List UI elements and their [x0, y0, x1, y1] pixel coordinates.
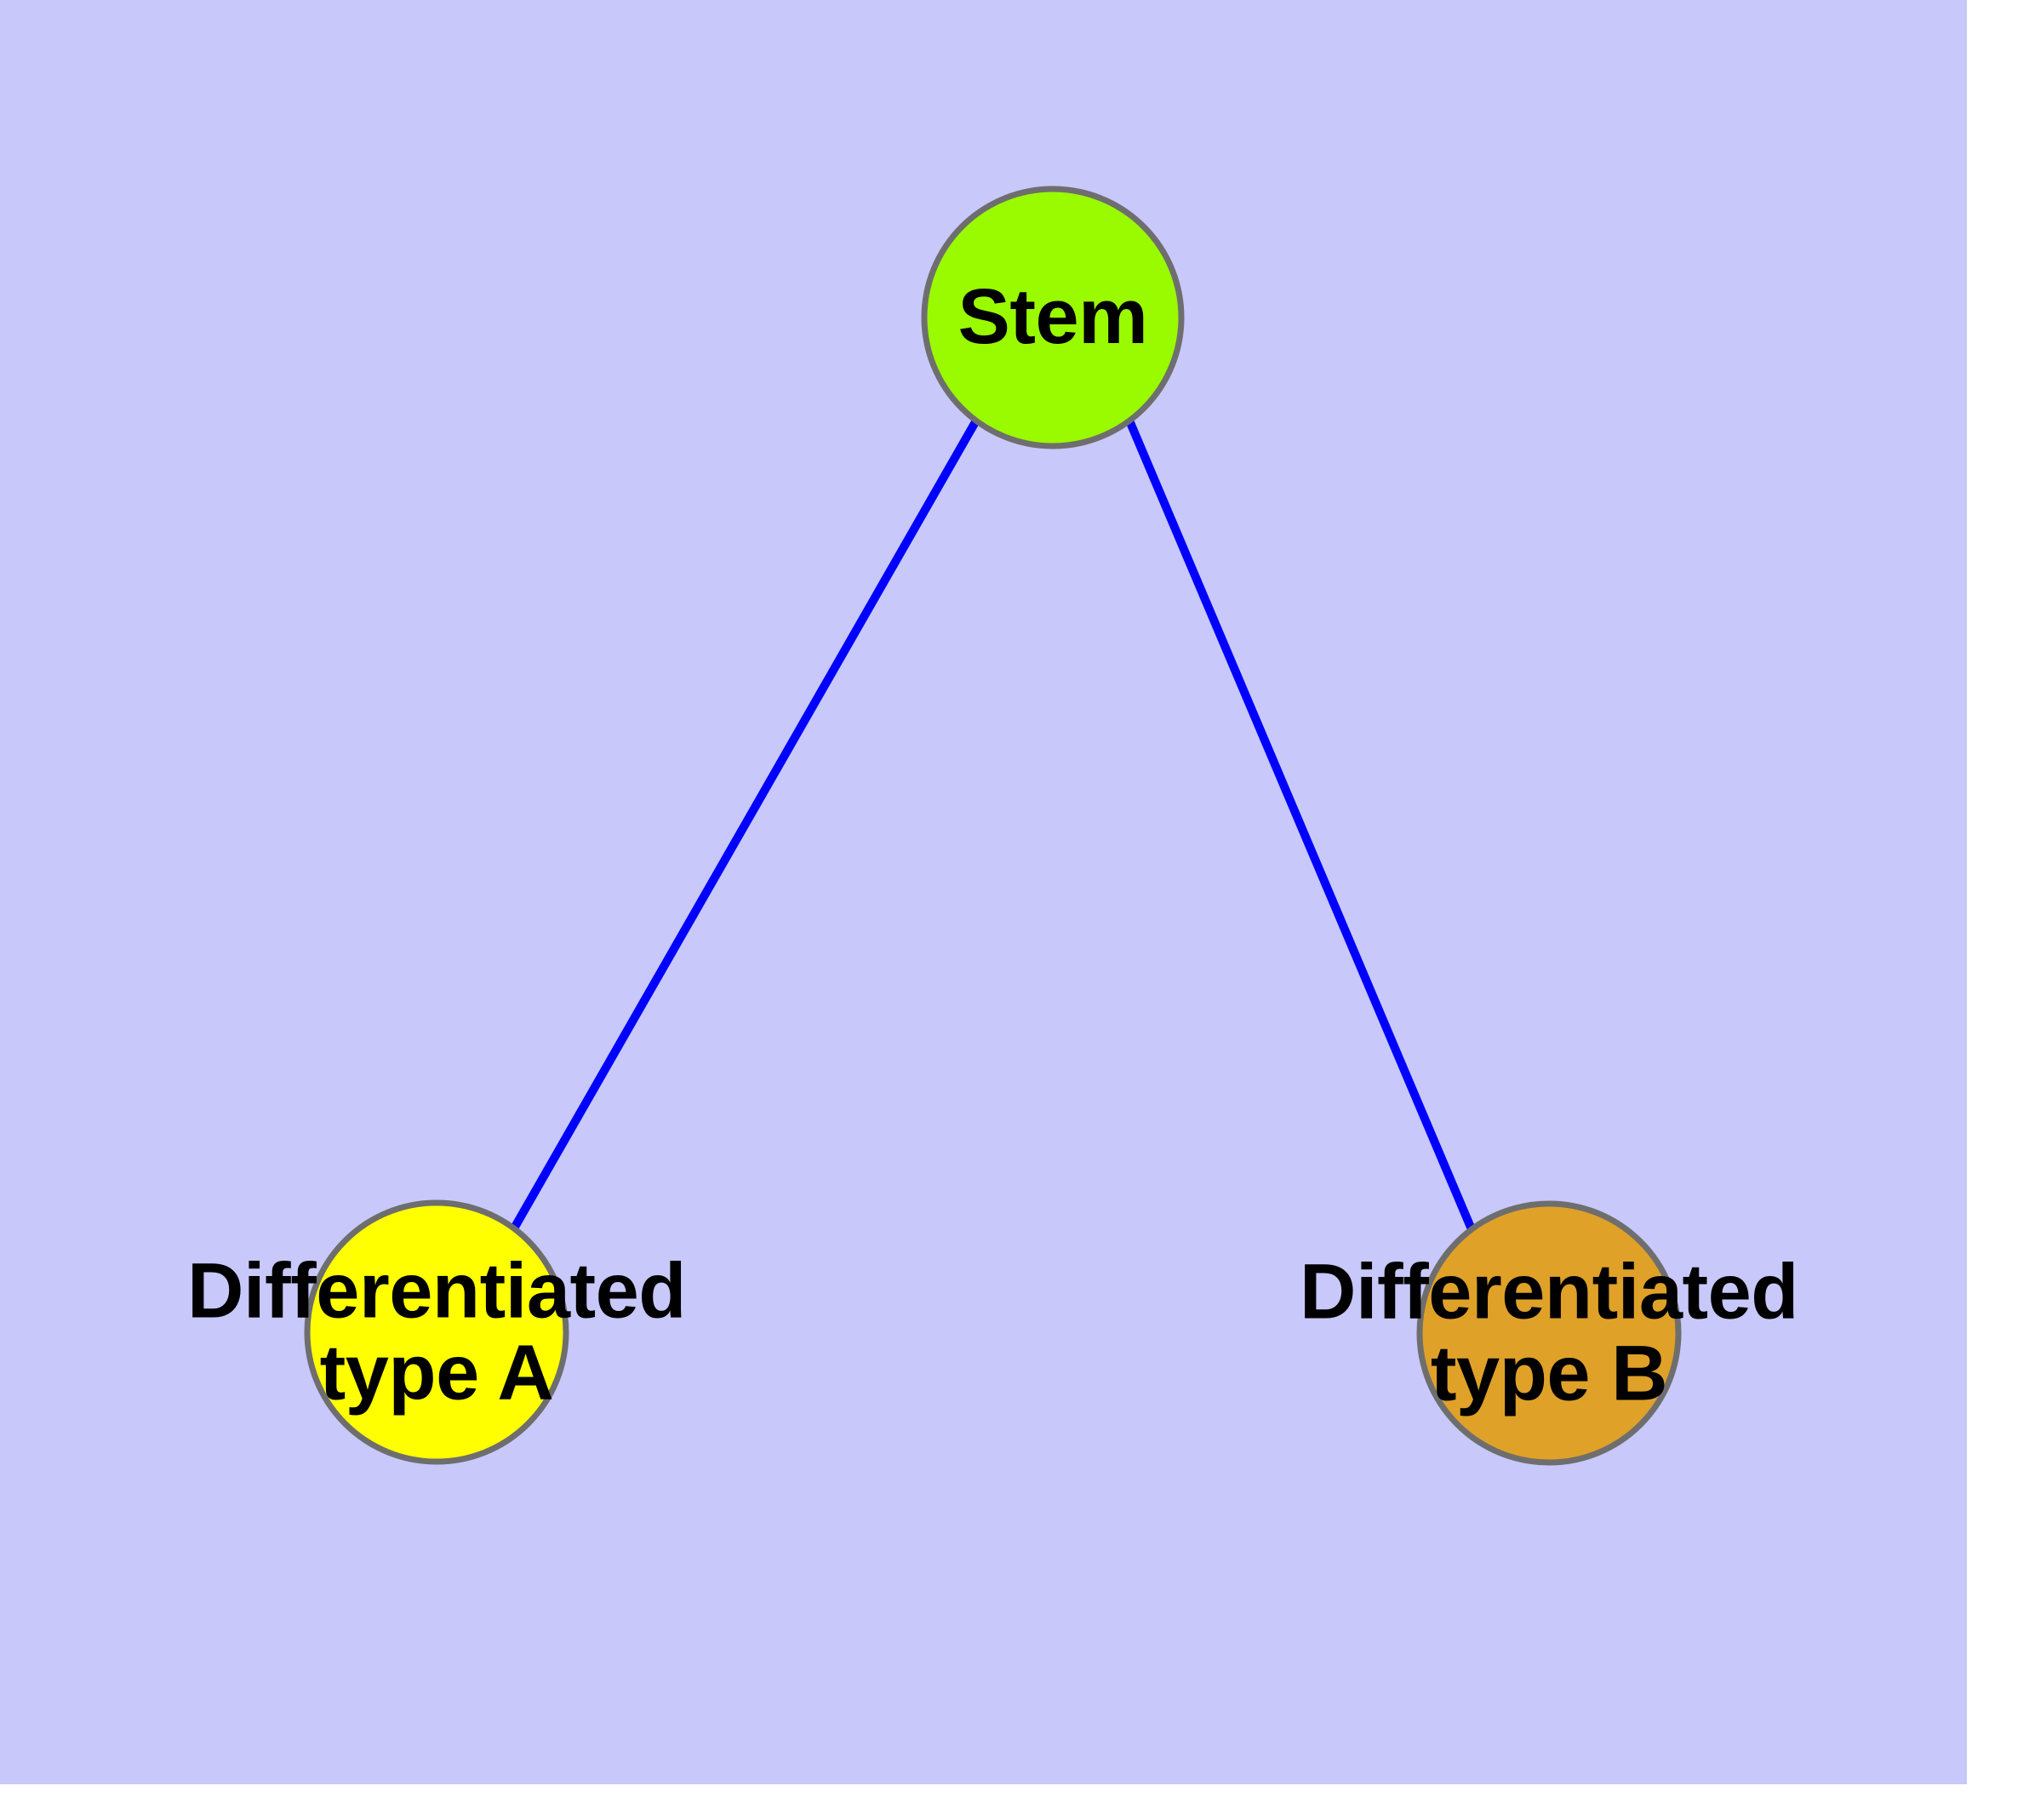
- node-group: [304, 186, 1682, 1466]
- node-stem[interactable]: [921, 186, 1185, 449]
- node-differentiated-type-b[interactable]: [1416, 1200, 1682, 1466]
- edge-group: [510, 418, 1476, 1231]
- node-differentiated-type-a[interactable]: [304, 1199, 569, 1465]
- edge-stem-to-differentiated-type-a[interactable]: [510, 418, 980, 1231]
- edge-stem-to-differentiated-type-b[interactable]: [1125, 419, 1476, 1231]
